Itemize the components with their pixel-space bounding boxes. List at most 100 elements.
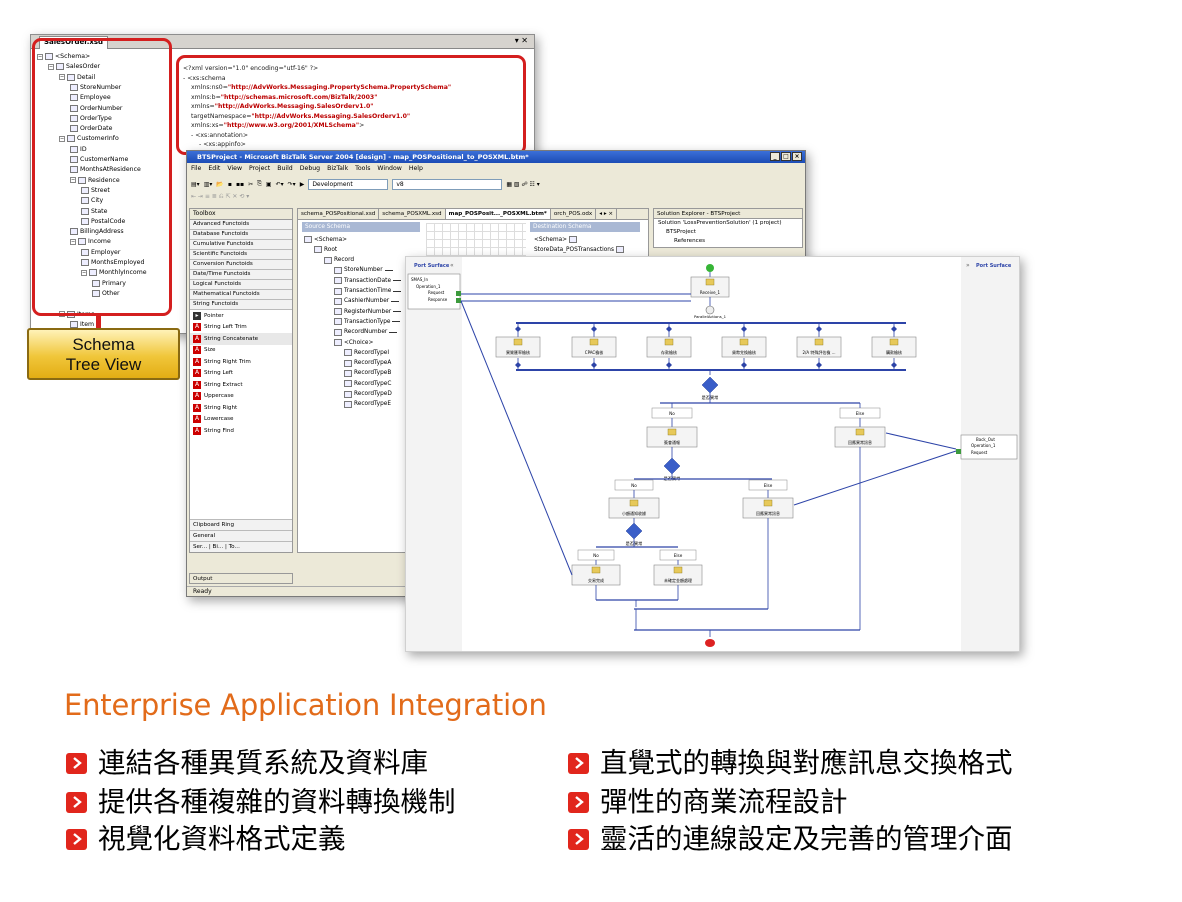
schema-tree-node[interactable]: StoreNumber [70,83,121,91]
save-icon[interactable]: ▪ [227,180,232,188]
schema-tree-node[interactable]: Street [81,186,110,194]
menu-item[interactable]: Project [249,165,271,172]
source-schema-node[interactable]: <Choice> [334,339,373,346]
collapse-right-icon[interactable]: » [966,262,970,269]
left-port-request-connector[interactable] [456,291,461,296]
schema-tree-node[interactable]: CustomerName [70,156,128,163]
source-schema-node[interactable]: Root [314,246,337,254]
source-schema-node[interactable]: RecordTypeD [344,390,392,398]
solution-item[interactable]: References [674,238,706,244]
parallel-actions-icon[interactable] [705,305,715,315]
parallel-branch-shape[interactable] [646,336,692,358]
decide-shape-2[interactable] [663,457,681,475]
expand-toggle-icon[interactable]: − [59,135,65,142]
schema-tree-node[interactable]: Item [70,320,94,328]
solution-config-combo[interactable]: Development [308,178,389,190]
source-schema-node[interactable]: TransactionDate [334,277,402,285]
functoid-category[interactable]: Conversion Functoids [190,260,292,270]
functoid-item[interactable]: ▸Pointer [190,310,292,322]
document-tab[interactable]: orch_POS.odx [551,209,597,219]
schema-tree-node[interactable]: ID [70,145,87,153]
schema-tree-node[interactable]: Employer [81,248,120,256]
parallel-branch-shape[interactable] [721,336,767,358]
source-schema-node[interactable]: TransactionType [334,318,401,326]
cut-icon[interactable]: ✂ [248,180,254,188]
clipboard-ring-tab[interactable]: Clipboard Ring [190,519,292,530]
source-schema-node[interactable]: RecordTypeA [344,359,391,367]
toolbar-extra-icons[interactable]: ▦ ▧ ☍ ☷ ▾ [506,180,540,188]
decide-shape-3[interactable] [625,522,643,540]
schema-tree-node[interactable]: City [81,197,103,205]
expand-toggle-icon[interactable]: − [70,177,76,184]
parallel-branch-shape[interactable] [871,336,917,358]
right-port-shape[interactable] [960,434,1018,460]
general-tab[interactable]: General [190,530,292,541]
schema-tree-node[interactable]: −MonthlyIncome [81,269,147,277]
pane-controls[interactable]: ▾ ✕ [514,36,528,45]
source-schema-node[interactable]: RecordTypeI [344,349,389,357]
save-all-icon[interactable]: ▪▪ [235,180,245,188]
parallel-branch-shape[interactable] [495,336,541,358]
schema-tree-node[interactable]: −Residence [70,176,120,184]
source-schema-node[interactable]: <Schema> [304,236,347,243]
menu-item[interactable]: Edit [208,165,221,172]
tab-scroll-icons[interactable]: ◂ ▸ × [596,209,618,219]
close-button[interactable]: × [792,152,802,161]
menu-item[interactable]: Build [277,165,293,172]
menu-item[interactable]: Tools [355,165,371,172]
new-item-icon[interactable]: ▤▾ [191,180,200,188]
source-schema-node[interactable]: CashierNumber [334,297,400,305]
destination-schema-node[interactable]: <Schema> [534,236,578,243]
schema-tree-node[interactable]: Other [92,289,120,297]
functoid-category[interactable]: Scientific Functoids [190,250,292,260]
source-schema-node[interactable]: StoreNumber [334,266,393,274]
right-port-connector[interactable] [956,449,961,454]
functoid-category[interactable]: String Functoids [190,300,292,310]
schema-tree-node[interactable]: −CustomerInfo [59,135,119,143]
destination-schema-node[interactable]: StoreData_POSTransactions [534,246,624,254]
schema-tree-node[interactable]: MonthsEmployed [81,259,144,266]
expand-toggle-icon[interactable]: − [81,269,87,276]
source-schema-node[interactable]: RecordTypeE [344,400,391,408]
schema-tree-node[interactable]: OrderNumber [70,104,122,112]
source-schema-node[interactable]: RecordNumber [334,328,398,336]
functoid-category[interactable]: Logical Functoids [190,280,292,290]
schema-tree-node[interactable]: BillingAddress [70,228,124,236]
schema-tree-node[interactable]: Employee [70,94,111,102]
parallel-branch-shape[interactable] [796,336,842,358]
solution-item[interactable]: BTSProject [666,229,696,235]
expand-toggle-icon[interactable]: − [48,63,54,70]
source-schema-node[interactable]: TransactionTime [334,287,402,295]
menu-item[interactable]: Debug [299,165,321,172]
schema-tree-node[interactable]: Primary [92,279,126,287]
undo-icon[interactable]: ↶▾ [275,180,284,188]
schema-tree-node[interactable]: State [81,207,107,215]
document-tab[interactable]: schema_POSXML.xsd [379,209,446,219]
expand-toggle-icon[interactable]: − [59,74,65,81]
schema-tree-node[interactable]: MonthsAtResidence [70,166,141,174]
functoid-category[interactable]: Date/Time Functoids [190,270,292,280]
source-schema-node[interactable]: RecordTypeB [344,369,391,377]
redo-icon[interactable]: ↷▾ [287,180,296,188]
copy-icon[interactable]: ⎘ [257,180,262,187]
schema-tree-node[interactable]: OrderType [70,114,112,122]
document-tab[interactable]: map_POSPosit..._POSXML.btm* [445,209,551,219]
schema-tree-node[interactable]: −Income [70,238,111,246]
schema-tree-node[interactable]: −<Schema> [37,53,90,60]
output-tab[interactable]: Output [189,573,293,584]
add-item-icon[interactable]: ▥▾ [203,180,213,188]
find-combo[interactable]: v8 [392,178,503,190]
menu-item[interactable]: BizTalk [327,165,349,172]
open-icon[interactable]: 📂 [216,180,224,188]
menu-item[interactable]: File [191,165,202,172]
source-schema-node[interactable]: RegisterNumber [334,308,402,316]
